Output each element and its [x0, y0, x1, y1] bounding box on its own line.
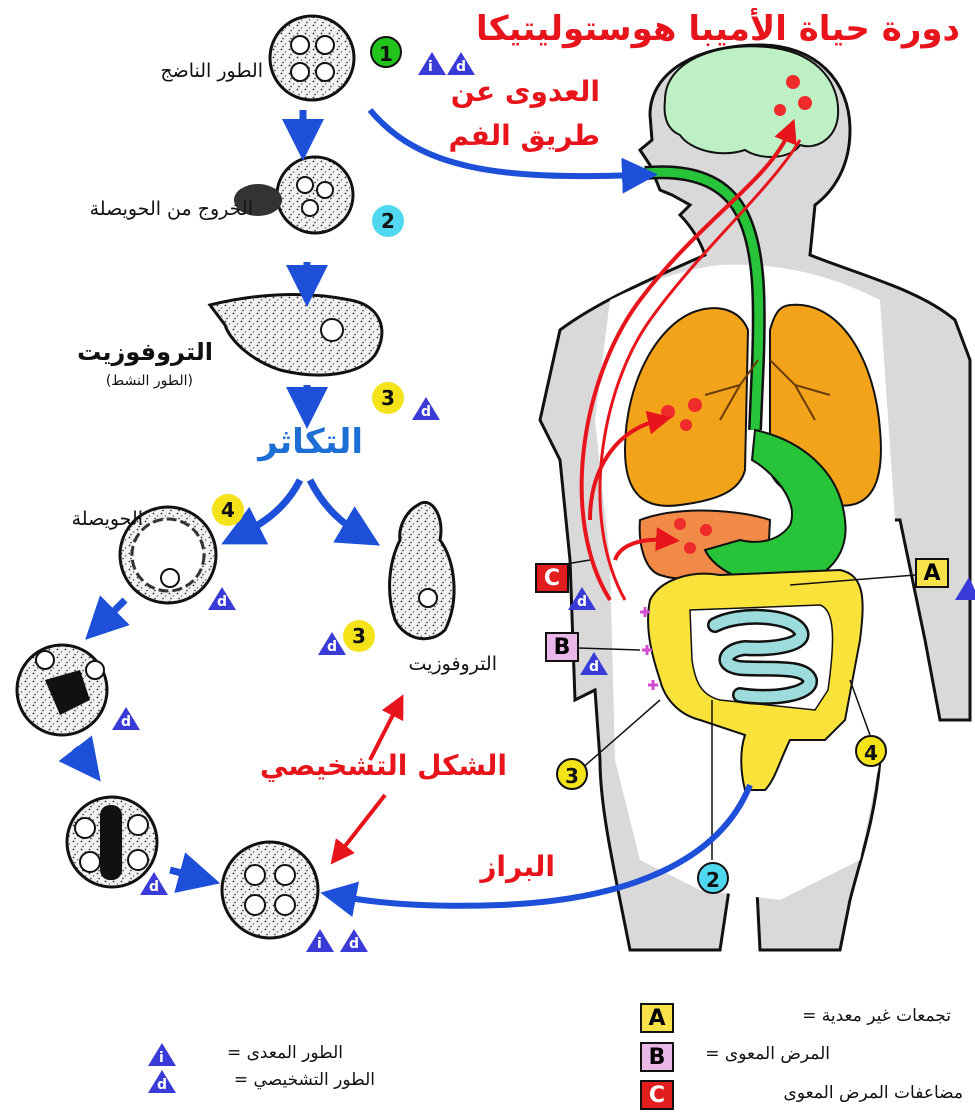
- step-3-marker: 3: [343, 620, 375, 652]
- arrow-split-right: [310, 480, 362, 535]
- label-trophozoite: التروفوزيت: [77, 340, 213, 364]
- label-trophozoite-sub: (الطور النشط): [106, 374, 193, 388]
- badge-letter: d: [157, 1078, 167, 1092]
- badge-letter: d: [327, 640, 337, 654]
- excysting-cyst: [234, 157, 353, 233]
- badge-letter: d: [149, 880, 159, 894]
- badge-letter: i: [159, 1051, 164, 1065]
- legend-box-c: C: [640, 1080, 674, 1110]
- step-4-marker: 4: [855, 735, 887, 767]
- badge-letter: d: [217, 595, 227, 609]
- lung-lesion: [661, 405, 675, 419]
- infection-route-line2: طريق الفم: [448, 122, 600, 150]
- quadrinucleate-cyst: [67, 797, 157, 887]
- step-3-marker: 3: [556, 758, 588, 790]
- mature-cyst: [270, 16, 354, 100]
- badge-letter: d: [589, 660, 599, 674]
- mature-cyst-feces: [222, 842, 318, 938]
- step-2-marker: 2: [697, 862, 729, 894]
- legend-box-b: B: [640, 1042, 674, 1072]
- label-trophozoite-right: التروفوزيت: [409, 655, 497, 674]
- legend-c: مضاعفات المرض المعوى: [784, 1085, 963, 1102]
- legend-a: تجمعات غير معدية =: [802, 1008, 951, 1025]
- step-4-marker: 4: [212, 494, 244, 526]
- brain-lesion: [786, 75, 800, 89]
- step-1-marker: 1: [370, 36, 402, 68]
- step-3-marker: 3: [372, 382, 404, 414]
- arrow-cyst-2: [75, 748, 88, 765]
- box-b: B: [545, 632, 579, 662]
- badge-letter: d: [456, 60, 466, 74]
- lung-lesion: [688, 398, 702, 412]
- label-cyst: الحويصلة: [72, 510, 143, 529]
- badge-letter: d: [577, 595, 587, 609]
- arrow-cyst-1: [100, 600, 125, 625]
- brain-lesion: [798, 96, 812, 110]
- trophozoite-nucleus: [419, 589, 437, 607]
- label-excystation: الخروج من الحويصلة: [90, 200, 253, 219]
- badge-letter: i: [317, 937, 322, 951]
- liver-lesion: [684, 542, 696, 554]
- legend-diagnostic: الطور التشخيصي =: [234, 1072, 375, 1089]
- badge-letter: i: [428, 60, 433, 74]
- legend-infective: الطور المعدى =: [227, 1045, 343, 1062]
- arrow-cyst-3: [170, 870, 200, 878]
- trophozoite-right: [390, 502, 455, 638]
- label-multiplication: التكاثر: [258, 425, 363, 459]
- box-c: C: [535, 563, 569, 593]
- step-2-marker: 2: [372, 205, 404, 237]
- infection-route-line1: العدوى عن: [451, 78, 600, 106]
- box-a: A: [915, 558, 949, 588]
- legend-box-a: A: [640, 1003, 674, 1033]
- liver-lesion: [674, 518, 686, 530]
- lung-lesion: [680, 419, 692, 431]
- label-feces: البراز: [480, 853, 555, 881]
- diagram-title: دورة حياة الأميبا هوستوليتيكا: [476, 12, 960, 46]
- brain: [665, 46, 839, 157]
- trophozoite-nucleus: [321, 319, 343, 341]
- badge-letter: d: [421, 405, 431, 419]
- developing-cyst: [17, 645, 107, 735]
- arrow-split-left: [240, 480, 300, 535]
- badge-letter: d: [349, 937, 359, 951]
- diagnostic-arrow-down: [338, 795, 385, 855]
- label-mature-stage: الطور الناضج: [160, 62, 263, 81]
- badge-letter: d: [121, 715, 131, 729]
- label-diagnostic-form: الشكل التشخيصي: [260, 752, 507, 780]
- liver-lesion: [700, 524, 712, 536]
- trophozoite-left: [210, 295, 382, 375]
- brain-lesion: [774, 104, 786, 116]
- legend-b: المرض المعوى =: [705, 1046, 830, 1063]
